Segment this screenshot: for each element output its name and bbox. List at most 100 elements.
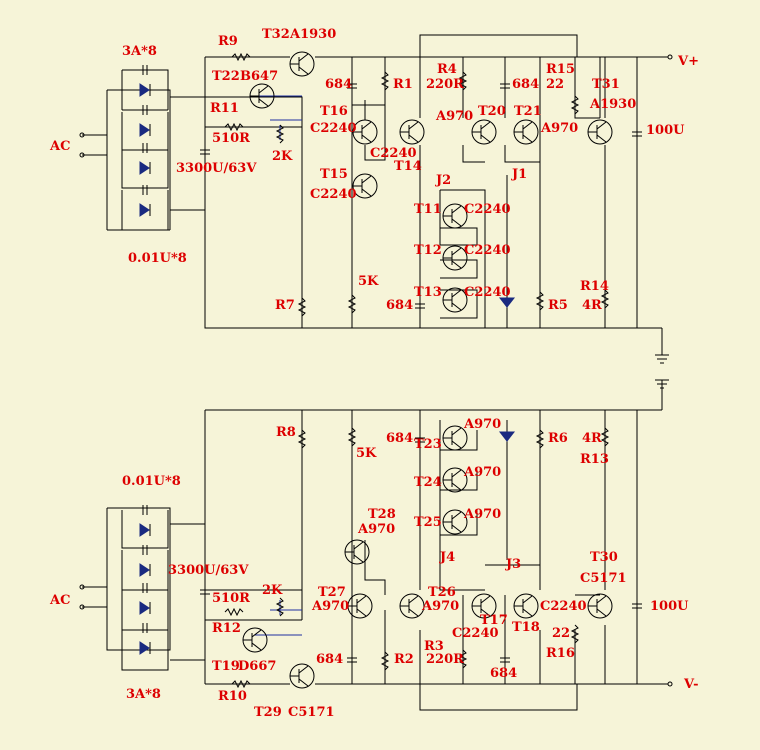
t30-symbol-pins	[588, 595, 607, 617]
t12-symbol-pins	[443, 247, 462, 269]
res-r3	[458, 649, 468, 669]
res-r9	[231, 52, 251, 62]
led-bot	[498, 431, 516, 442]
res-r11	[224, 122, 244, 132]
label-c5171-t29: C5171	[288, 705, 335, 720]
t25-symbol-pins	[443, 511, 462, 533]
label-r9: R9	[218, 34, 238, 49]
ac-terminal-0	[79, 132, 85, 138]
res-r16	[570, 624, 580, 644]
label-r16: R16	[546, 646, 575, 661]
cap-001-top-3	[142, 185, 148, 195]
diode-bot-0	[139, 523, 150, 537]
label-b647: B647	[240, 69, 278, 84]
label-t15: T15	[320, 167, 348, 182]
label-a1930-t31: A1930	[589, 97, 636, 112]
res-r14	[600, 289, 610, 309]
res-r1	[380, 71, 390, 91]
label-r15: R15	[546, 62, 575, 77]
label-r11: R11	[210, 101, 239, 116]
label-c2240-t14: C2240	[370, 146, 417, 161]
label-t21: T21	[514, 104, 542, 119]
diode-bot-1	[139, 563, 150, 577]
label-d667: D667	[238, 659, 276, 674]
label-t32: T32	[262, 27, 290, 42]
label-a970-t27: A970	[311, 599, 349, 614]
t13-symbol-pins	[443, 289, 462, 311]
vminus-terminal	[667, 681, 673, 687]
label-t28: T28	[368, 507, 396, 522]
cap-3300-bot	[200, 589, 210, 595]
label-22-bot: 22	[552, 626, 570, 641]
label-c2240-t15: C2240	[310, 187, 357, 202]
res-r2	[380, 651, 390, 671]
led-top	[498, 297, 516, 308]
cap-100u-bot	[632, 603, 642, 609]
label-c2240-t18: C2240	[540, 599, 587, 614]
label-c2240-t12: C2240	[464, 243, 511, 258]
cap-001-top-0	[142, 65, 148, 75]
res-r7	[297, 297, 307, 317]
res-r8	[297, 429, 307, 449]
label-r1: R1	[393, 77, 413, 92]
label-r10: R10	[218, 689, 247, 704]
label-j1: J1	[511, 167, 527, 182]
pot-5k-bot	[347, 427, 357, 447]
t16-symbol-pins	[353, 121, 372, 143]
res-r10	[231, 679, 251, 689]
label-a970-t26: A970	[421, 599, 459, 614]
cap-684-b	[500, 83, 510, 89]
pot-2k-top	[275, 124, 285, 144]
cap-3300-top	[200, 149, 210, 155]
label-001u-top: 0.01U*8	[128, 251, 187, 266]
label-r12: R12	[212, 621, 241, 636]
label-2k-top: 2K	[272, 149, 293, 164]
ac-terminal-3	[79, 604, 85, 610]
ac-terminal-1	[79, 152, 85, 158]
diode-top-1	[139, 123, 150, 137]
label-r14: R14	[580, 279, 609, 294]
t21-symbol-pins	[514, 121, 533, 143]
cap-001-top-2	[142, 143, 148, 153]
label-2k-bot: 2K	[262, 583, 283, 598]
t19-symbol-pins	[243, 629, 262, 651]
res-r6	[535, 429, 545, 449]
res-r12	[224, 607, 244, 617]
label-684-e: 684	[316, 652, 343, 667]
label-5k-top: 5K	[358, 274, 379, 289]
label-a970-t20: A970	[435, 109, 473, 124]
diode-top-3	[139, 203, 150, 217]
label-3300u-top: 3300U/63V	[176, 161, 257, 176]
label-684-d: 684	[386, 431, 413, 446]
label-r13: R13	[580, 452, 609, 467]
label-220r-top: 220R	[426, 77, 464, 92]
label-c5171-t30: C5171	[580, 571, 627, 586]
cap-684-a	[347, 83, 357, 89]
label-j4: J4	[439, 550, 455, 565]
label-001u-bot: 0.01U*8	[122, 474, 181, 489]
t24-symbol-pins	[443, 469, 462, 491]
pot-5k-top	[347, 294, 357, 314]
label-3300u-bot: 3300U/63V	[168, 563, 249, 578]
label-fuse-bot: 3A*8	[126, 687, 161, 702]
label-4r-bot: 4R	[582, 431, 602, 446]
label-100u-bot: 100U	[650, 599, 689, 614]
vplus-terminal	[667, 54, 673, 60]
label-a970-t24: A970	[463, 465, 501, 480]
cap-684-d	[415, 437, 425, 443]
label-t22: T22	[212, 69, 240, 84]
res-r5	[535, 291, 545, 311]
label-t29: T29	[254, 705, 282, 720]
accent-wires	[255, 95, 302, 636]
label-510r-bot: 510R	[212, 591, 250, 606]
t18-symbol-pins	[514, 595, 533, 617]
label-t24: T24	[414, 475, 442, 490]
label-684-a: 684	[325, 77, 352, 92]
label-684-f: 684	[490, 666, 517, 681]
t28-symbol-pins	[345, 541, 364, 563]
res-r15	[570, 95, 580, 115]
diode-bot-3	[139, 641, 150, 655]
t27-symbol-pins	[348, 595, 367, 617]
label-t19: T19	[212, 659, 240, 674]
